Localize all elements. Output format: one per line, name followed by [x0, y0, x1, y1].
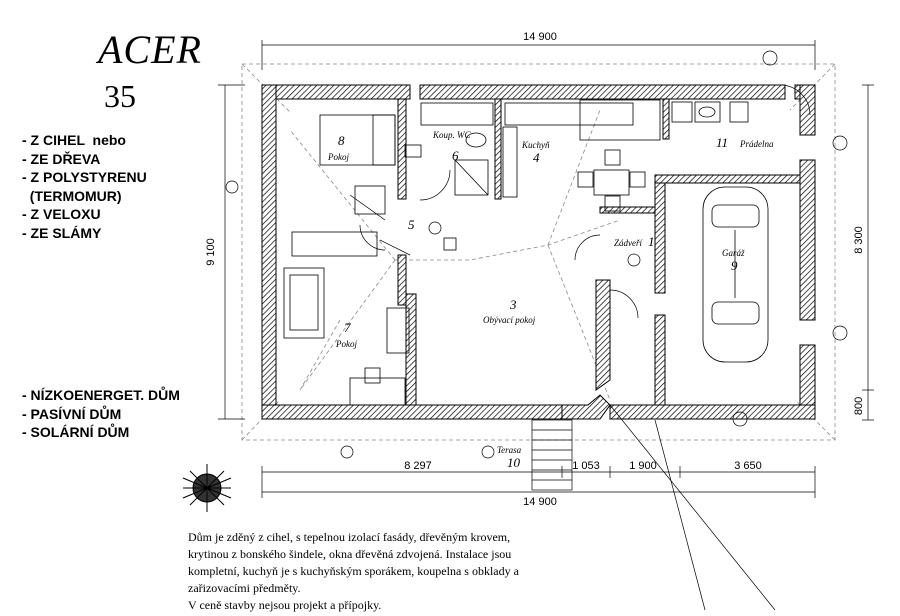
door-swings: [349, 84, 811, 319]
dim-right-height: 8 300: [853, 226, 865, 254]
material-options-list: - Z CIHEL nebo - ZE DŘEVA - Z POLYSTYREN…: [22, 131, 147, 242]
room-number: 8: [338, 133, 345, 148]
section-markers: [225, 50, 848, 459]
house-description: Dům je zděný z cihel, s tepelnou izolací…: [188, 529, 608, 614]
room-number: 10: [507, 455, 521, 470]
dim-bottom-total: 14 900: [523, 496, 557, 508]
material-option: (TERMOMUR): [22, 187, 122, 204]
project-number: 35: [104, 78, 136, 114]
room-name: Obývací pokoj: [483, 315, 536, 325]
room-name: Pokoj: [335, 339, 357, 349]
dim-segment: 1 053: [572, 460, 600, 472]
material-option: - ZE SLÁMY: [22, 224, 102, 241]
energy-option: - PASÍVNÍ DŮM: [22, 405, 122, 422]
furniture: [283, 99, 769, 406]
material-option: - ZE DŘEVA: [22, 150, 101, 167]
dim-left-height: 9 100: [205, 238, 217, 266]
dim-segment: 1 900: [629, 460, 657, 472]
material-option: - Z CIHEL nebo: [22, 132, 126, 148]
room-name: Prádelna: [739, 139, 774, 149]
energy-options-list: - NÍZKOENERGET. DŮM - PASÍVNÍ DŮM - SOLÁ…: [22, 386, 180, 442]
room-name: Zádveří: [614, 238, 643, 248]
room-number: 6: [452, 148, 459, 163]
plant-symbol: [182, 464, 232, 512]
description-line: zařizovacími předměty.: [188, 581, 301, 595]
energy-option: - SOLÁRNÍ DŮM: [22, 424, 130, 440]
terrace-steps: [531, 404, 776, 611]
room-number: 1: [648, 234, 655, 249]
dim-right-bottom: 800: [853, 397, 865, 415]
room-number: 4: [533, 150, 540, 165]
room-number: 3: [509, 297, 517, 312]
room-number: 5: [408, 217, 415, 232]
room-name: Garáž: [722, 248, 745, 258]
room-name: Kuchyň: [521, 140, 550, 150]
exterior-walls: [261, 84, 816, 420]
description-line: kompletní, kuchyň je s kuchyňským sporák…: [188, 564, 519, 578]
room-name: Koup. WC: [432, 130, 472, 140]
interior-walls: [397, 98, 801, 406]
dim-top-total: 14 900: [523, 31, 557, 43]
dim-segment: 8 297: [404, 460, 432, 472]
project-title: ACER: [98, 27, 202, 72]
dim-segment: 3 650: [734, 460, 762, 472]
roof-outline: [241, 63, 836, 441]
room-number: 7: [344, 320, 351, 335]
description-line: Dům je zděný z cihel, s tepelnou izolací…: [188, 530, 511, 544]
room-number: 11: [716, 135, 728, 150]
material-option: - Z VELOXU: [22, 206, 101, 222]
dimension-lines: [218, 40, 874, 498]
room-number: 9: [731, 258, 738, 273]
material-option: - Z POLYSTYRENU: [22, 169, 147, 185]
energy-option: - NÍZKOENERGET. DŮM: [22, 387, 180, 403]
description-line: V ceně stavby nejsou projekt a přípojky.: [188, 598, 382, 612]
room-name: Terasa: [497, 445, 522, 455]
room-name: Pokoj: [327, 152, 349, 162]
description-line: krytinou z bonského šindele, okna dřevěn…: [188, 547, 512, 561]
